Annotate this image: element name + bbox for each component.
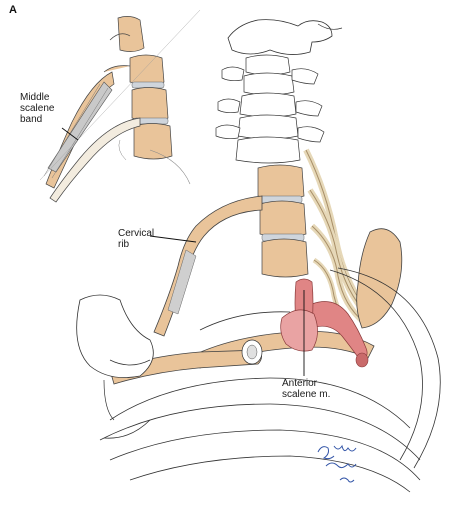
clavicle xyxy=(109,349,262,385)
brachial-plexus xyxy=(303,148,371,332)
first-rib-posterior xyxy=(356,228,403,329)
cervical-rib xyxy=(153,195,263,337)
leader-cervical-rib xyxy=(149,235,197,243)
inset-vertebral-column xyxy=(103,16,173,160)
label-anterior-scalene: Anterior scalene m. xyxy=(282,378,331,400)
skull-base xyxy=(227,19,333,55)
main-view xyxy=(61,19,441,493)
subclavian-vein xyxy=(280,309,318,352)
scapula xyxy=(76,294,154,379)
inset-first-rib xyxy=(49,117,141,203)
label-middle-scalene-band: Middle scalene band xyxy=(20,92,55,125)
panel-letter: A xyxy=(9,4,17,16)
cervical-vertebrae-lower xyxy=(257,164,309,278)
rib-cage xyxy=(99,267,441,493)
label-cervical-rib: Cervical rib xyxy=(118,228,155,250)
fibrous-band xyxy=(167,249,197,315)
artist-signature xyxy=(317,444,357,483)
cervical-vertebrae-upper xyxy=(215,54,325,164)
leader-middle-scalene xyxy=(61,127,79,141)
inset-view xyxy=(39,9,201,203)
